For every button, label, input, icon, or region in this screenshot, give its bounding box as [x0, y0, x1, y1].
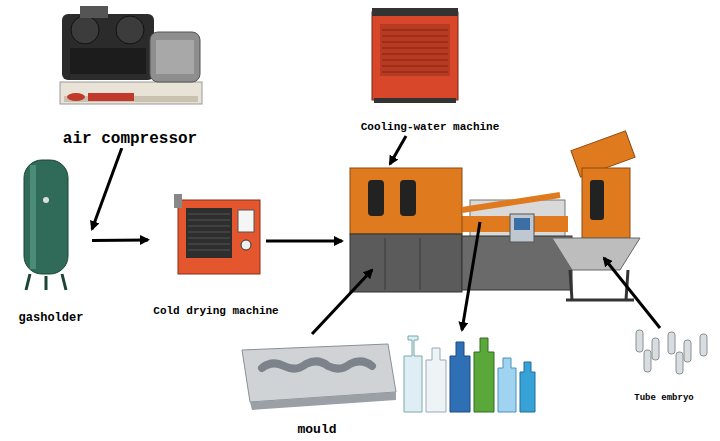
equipment-unit: gasholder — [10, 150, 92, 326]
equipment-label: air compressor — [61, 130, 199, 148]
equipment-label: Cold drying machine — [151, 305, 280, 318]
equipment-unit: air compressor — [48, 2, 212, 148]
chiller-picture — [372, 8, 458, 103]
tank-picture — [24, 160, 68, 290]
flow-arrow — [92, 148, 122, 229]
pointer-arrows — [266, 136, 660, 334]
equipment-label: gasholder — [17, 312, 86, 326]
equipment-unit: Cold drying machine — [148, 192, 284, 318]
equipment-label: Cooling-water machine — [359, 121, 502, 134]
equipment-label: mould — [295, 423, 338, 438]
equipment-unit: Cooling-water machine — [356, 2, 505, 134]
bottles-picture — [404, 336, 535, 412]
preforms-picture — [636, 330, 707, 374]
compressor-picture — [60, 6, 202, 104]
flow-arrow — [92, 238, 148, 242]
equipment-label: Tube embryo — [632, 393, 695, 403]
equipment-unit: mould — [232, 330, 402, 438]
mould-picture — [242, 344, 396, 410]
blow-machine-picture — [350, 131, 640, 300]
equipment-unit: Tube embryo — [612, 325, 716, 403]
dryer-picture — [174, 194, 260, 274]
